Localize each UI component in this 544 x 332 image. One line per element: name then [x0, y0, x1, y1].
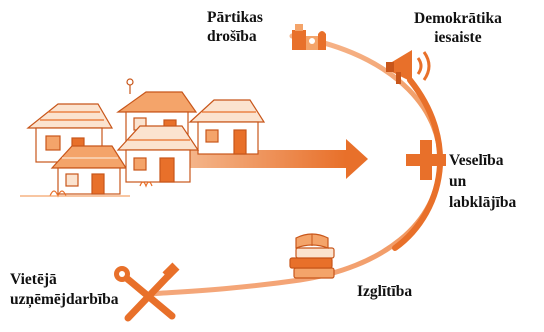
label-line: Demokrātika: [414, 10, 502, 27]
label-line: labklājība: [449, 194, 517, 211]
village-houses-icon: [20, 78, 266, 198]
label-health-wellbeing: Veselība un labklājība: [449, 150, 516, 213]
tools-icon: [114, 262, 180, 322]
label-line: uzņēmējdarbība: [10, 291, 119, 308]
house: [116, 125, 200, 183]
label-line: iesaiste: [434, 29, 482, 46]
books-icon: [289, 233, 335, 279]
label-line: Izglītība: [357, 283, 413, 300]
megaphone-icon: [386, 50, 431, 84]
label-line: Pārtikas: [207, 9, 263, 26]
label-food-security: Pārtikas drošība: [207, 8, 263, 46]
label-line: Vietējā: [10, 271, 57, 288]
label-democratic-engagement: Demokrātika iesaiste: [414, 9, 502, 47]
label-line: Veselība: [449, 152, 504, 169]
label-line: un: [449, 173, 467, 190]
health-cross-icon: [406, 140, 446, 180]
house: [50, 145, 128, 195]
label-local-entrepreneurship: Vietējā uzņēmējdarbība: [10, 270, 119, 310]
label-line: drošība: [207, 28, 257, 45]
house: [188, 99, 266, 155]
label-education: Izglītība: [357, 282, 412, 301]
grocery-icon: [292, 24, 326, 50]
